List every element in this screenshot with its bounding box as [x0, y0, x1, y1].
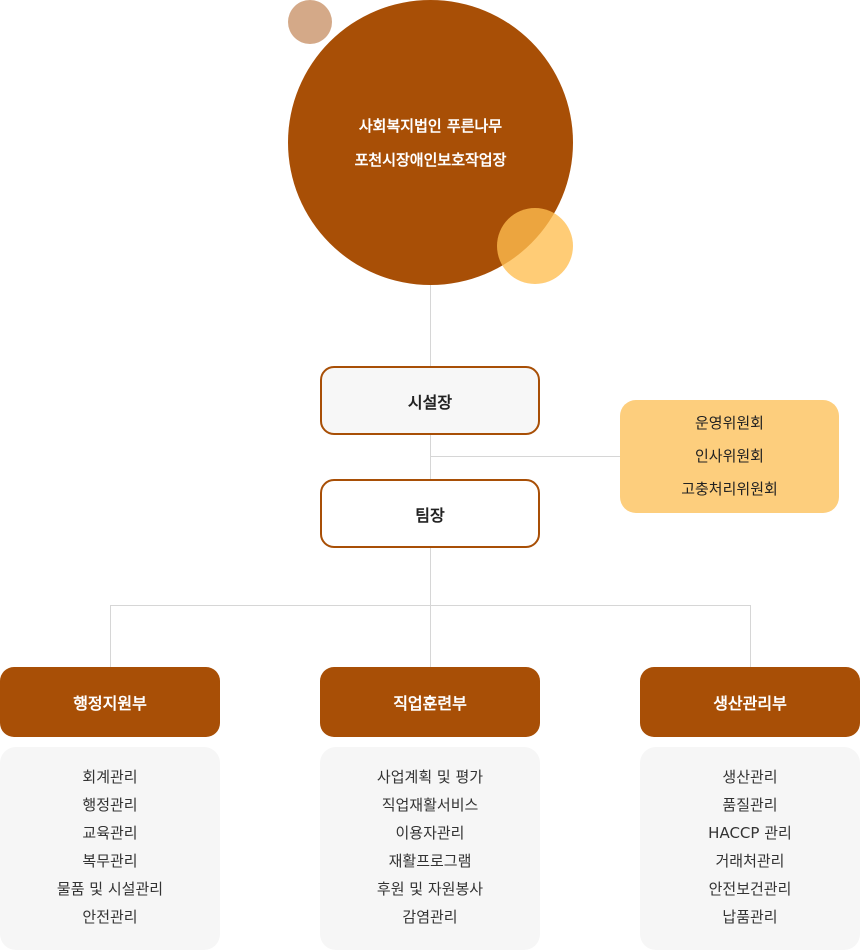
duty-item: 회계관리 [82, 768, 138, 786]
duty-item: 물품 및 시설관리 [56, 880, 164, 898]
duty-item: 재활프로그램 [388, 852, 472, 870]
duty-item: HACCP 관리 [708, 824, 792, 842]
duty-item: 생산관리 [722, 768, 778, 786]
department-name: 행정지원부 [73, 694, 147, 713]
department-duties-production: 생산관리 품질관리 HACCP 관리 거래처관리 안전보건관리 납품관리 [640, 747, 860, 950]
duty-item: 사업계획 및 평가 [376, 768, 484, 786]
decorative-circle-bottom [497, 208, 573, 284]
department-name: 생산관리부 [713, 694, 787, 713]
organization-name-line1: 사회복지법인 푸른나무 [358, 116, 503, 135]
duty-item: 품질관리 [722, 796, 778, 814]
committee-item: 고충처리위원회 [681, 480, 778, 498]
organization-name-line2: 포천시장애인보호작업장 [354, 150, 507, 169]
department-header-admin: 행정지원부 [0, 667, 220, 737]
duty-item: 안전관리 [82, 908, 138, 926]
department-duties-vocational: 사업계획 및 평가 직업재활서비스 이용자관리 재활프로그램 후원 및 자원봉사… [320, 747, 540, 950]
connector-circle-to-director [430, 284, 431, 366]
decorative-circle-top [288, 0, 332, 44]
duty-item: 안전보건관리 [708, 880, 792, 898]
department-header-vocational: 직업훈련부 [320, 667, 540, 737]
duty-item: 납품관리 [722, 908, 778, 926]
team-leader-label: 팀장 [415, 505, 445, 525]
team-leader-box: 팀장 [320, 479, 540, 548]
committees-box: 운영위원회 인사위원회 고충처리위원회 [620, 400, 839, 513]
department-duties-admin: 회계관리 행정관리 교육관리 복무관리 물품 및 시설관리 안전관리 [0, 747, 220, 950]
connector-branch-left [110, 605, 111, 668]
department-header-production: 생산관리부 [640, 667, 860, 737]
duty-item: 복무관리 [82, 852, 138, 870]
connector-horizontal-branch [110, 605, 751, 606]
duty-item: 이용자관리 [395, 824, 465, 842]
committee-item: 운영위원회 [694, 414, 764, 432]
connector-to-committee [430, 456, 620, 457]
director-box: 시설장 [320, 366, 540, 435]
duty-item: 교육관리 [82, 824, 138, 842]
director-label: 시설장 [407, 392, 453, 412]
duty-item: 후원 및 자원봉사 [376, 880, 484, 898]
connector-teamleader-down [430, 547, 431, 668]
duty-item: 직업재활서비스 [381, 796, 479, 814]
committee-item: 인사위원회 [694, 447, 764, 465]
duty-item: 행정관리 [82, 796, 138, 814]
duty-item: 거래처관리 [715, 852, 785, 870]
department-name: 직업훈련부 [393, 694, 467, 713]
connector-branch-right [750, 605, 751, 668]
duty-item: 감염관리 [402, 908, 458, 926]
